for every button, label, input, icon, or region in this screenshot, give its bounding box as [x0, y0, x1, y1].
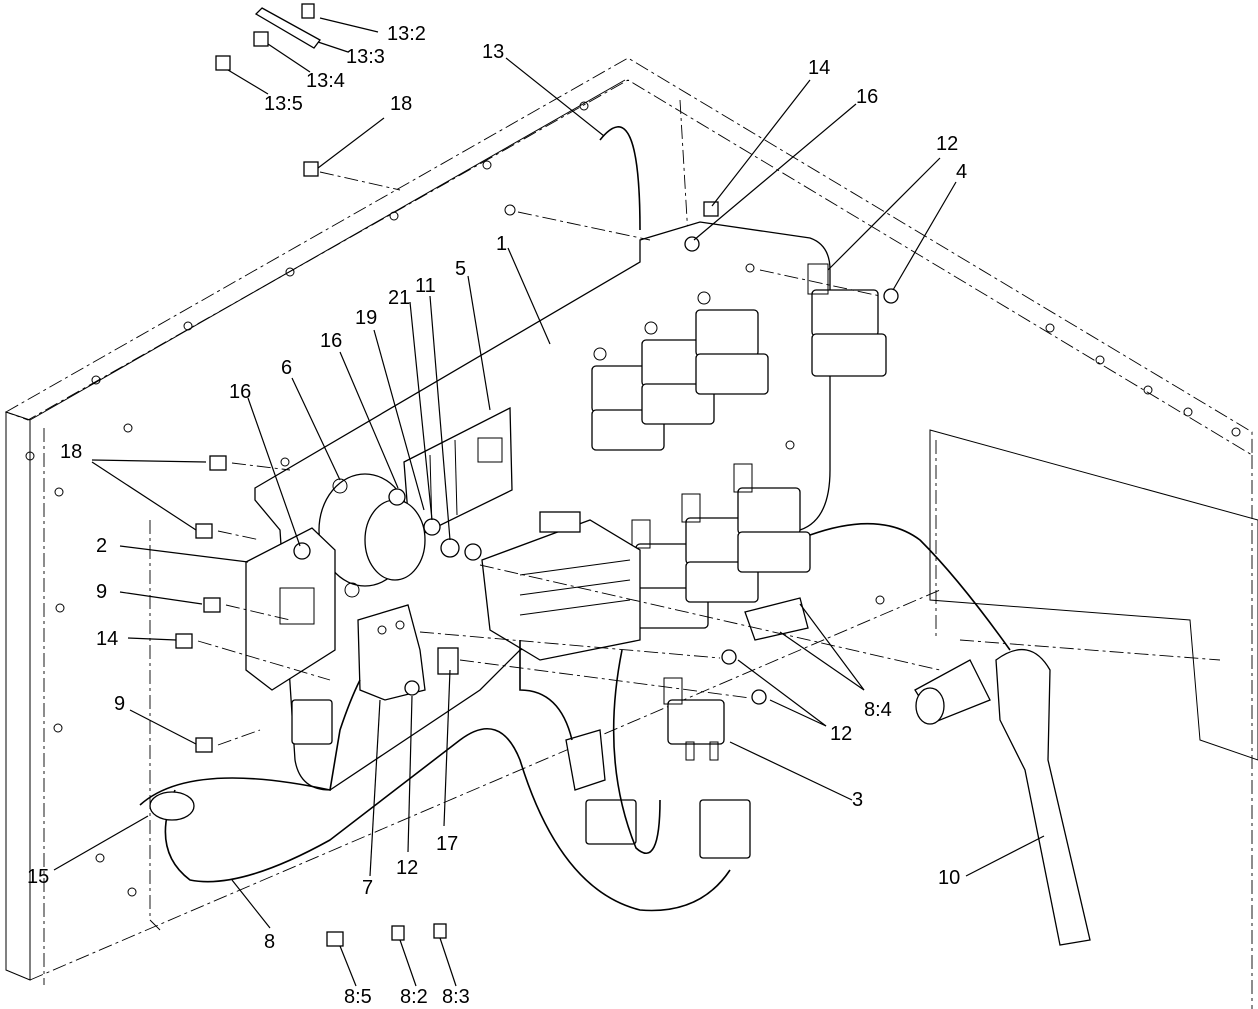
callout-14-left: 14 [96, 628, 118, 650]
callout-9-b: 9 [114, 693, 125, 715]
callout-7: 7 [362, 877, 373, 899]
callout-11: 11 [415, 275, 436, 297]
callout-13-2: 13:2 [387, 23, 426, 45]
connector-left [291, 699, 333, 745]
callout-16-mid: 16 [320, 330, 342, 352]
terminal-block [357, 604, 459, 701]
loose-hardware [175, 3, 899, 947]
relay-lower-2 [681, 493, 759, 603]
chassis-frame [4, 57, 1258, 1009]
connector-right [699, 799, 751, 859]
battery-cable [914, 648, 1091, 946]
callout-10: 10 [938, 867, 960, 889]
callout-13-3: 13:3 [346, 46, 385, 68]
callout-3: 3 [852, 789, 863, 811]
callout-17: 17 [436, 833, 458, 855]
leader-lines [53, 17, 1045, 987]
callout-6: 6 [281, 357, 292, 379]
assembly-lines [197, 171, 1221, 746]
callout-19: 19 [355, 307, 377, 329]
callout-8-5: 8:5 [344, 986, 372, 1008]
relay-lower-3 [733, 463, 811, 573]
callout-13: 13 [482, 41, 504, 63]
fuse-holder [744, 597, 809, 641]
callout-21: 21 [388, 287, 410, 309]
washer-nut-stack [388, 488, 482, 561]
callout-12-right: 12 [830, 723, 852, 745]
connector-center [565, 729, 637, 845]
callout-8-4: 8:4 [864, 699, 892, 721]
callout-5: 5 [455, 258, 466, 280]
relay-upper-3 [695, 291, 769, 395]
callout-labels: 13:2 13:3 13:4 13:5 13 18 14 16 12 4 1 5… [27, 23, 967, 1008]
callout-14-top: 14 [808, 57, 830, 79]
callout-16-left: 16 [229, 381, 251, 403]
callout-2: 2 [96, 535, 107, 557]
wiring-harness [139, 126, 1011, 912]
callout-8: 8 [264, 931, 275, 953]
callout-12-bottom: 12 [396, 857, 418, 879]
callout-9-a: 9 [96, 581, 107, 603]
relay-upper-4 [807, 263, 887, 377]
callout-1: 1 [496, 233, 507, 255]
key-switch [318, 473, 426, 598]
callout-16-top: 16 [856, 86, 878, 108]
callout-4: 4 [956, 161, 967, 183]
callout-13-5: 13:5 [264, 93, 303, 115]
callout-18-left: 18 [60, 441, 82, 463]
callout-18-top: 18 [390, 93, 412, 115]
relay-loose [663, 677, 725, 761]
callout-8-3: 8:3 [442, 986, 470, 1008]
control-module [245, 527, 336, 691]
fuse-block [481, 511, 641, 661]
callout-15: 15 [27, 866, 49, 888]
callout-8-2: 8:2 [400, 986, 428, 1008]
callout-13-4: 13:4 [306, 70, 345, 92]
callout-12-top: 12 [936, 133, 958, 155]
